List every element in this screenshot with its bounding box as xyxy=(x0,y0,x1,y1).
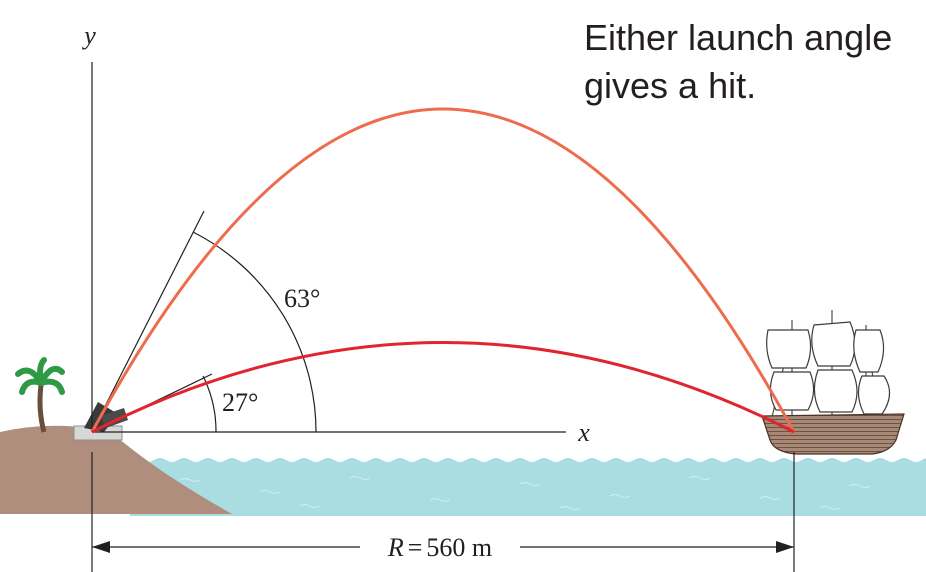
range-equals: = xyxy=(408,533,423,562)
caption: Either launch angle gives a hit. xyxy=(584,14,924,110)
range-arrow-right xyxy=(776,541,794,553)
sea xyxy=(130,458,926,516)
caption-line-1: Either launch angle xyxy=(584,17,893,58)
angle-label-63: 63° xyxy=(284,284,320,313)
sea-ripples xyxy=(179,476,871,510)
y-axis-label: y xyxy=(81,21,96,50)
x-axis-label: x xyxy=(577,418,590,447)
range-arrow-left xyxy=(92,541,110,553)
range-symbol: R xyxy=(387,533,404,562)
range-value: 560 m xyxy=(426,533,492,562)
angle-arc-63 xyxy=(192,231,317,433)
launch-line-63 xyxy=(91,210,205,433)
range-label: R=560 m xyxy=(387,533,492,562)
caption-line-2: gives a hit. xyxy=(584,65,757,106)
angle-arc-27 xyxy=(202,375,217,433)
palm-tree xyxy=(15,357,65,433)
island xyxy=(0,425,232,514)
trajectory-63 xyxy=(90,107,796,433)
angle-label-27: 27° xyxy=(222,388,258,417)
ship xyxy=(761,310,905,455)
trajectory-27 xyxy=(91,341,795,434)
